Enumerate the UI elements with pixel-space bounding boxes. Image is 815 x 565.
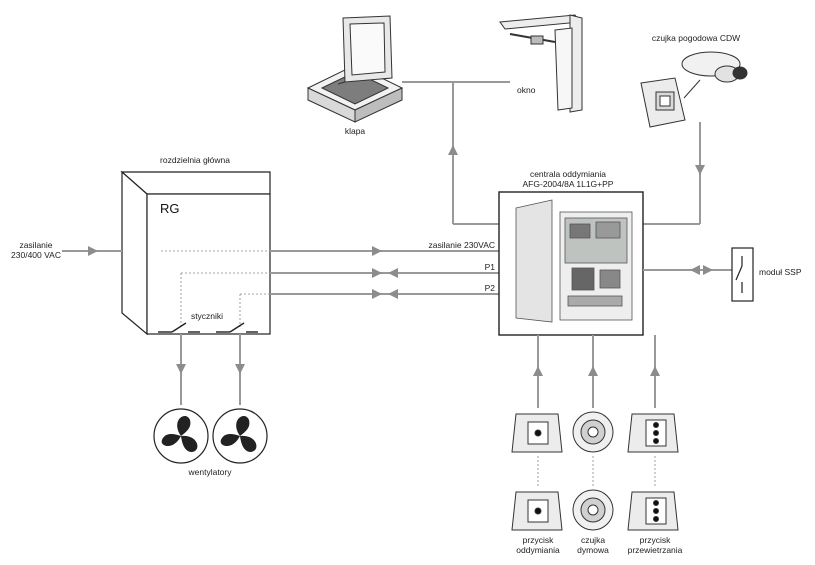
smoke-button-icon: [511, 413, 563, 453]
smoke-button-icon: [511, 491, 563, 531]
smoke-detector-icon: [572, 489, 614, 531]
main-board-box: [120, 170, 271, 336]
fan-lines: [180, 334, 241, 405]
weather-sensor-label: czujka pogodowa CDW: [651, 33, 741, 43]
hatch-label: klapa: [344, 126, 366, 136]
fan-icon: [153, 408, 209, 464]
main-board-code: RG: [160, 201, 180, 216]
main-board-internals: [161, 250, 270, 327]
ssp-module: [731, 247, 754, 302]
arrow-p1-left: [388, 268, 398, 278]
main-board-title: rozdzielnia główna: [160, 155, 230, 165]
smoke-detector-icon: [572, 411, 614, 453]
arrow-fan-left: [176, 364, 186, 374]
smoke-detector-label: czujka dymowa: [577, 535, 609, 555]
ssp-label: moduł SSP: [759, 267, 802, 277]
contactor-symbols: [158, 322, 258, 333]
rg-to-controller-lines: [270, 250, 499, 295]
arrow-smoke-detector: [588, 366, 598, 376]
arrow-ssp-right: [703, 265, 713, 275]
fan-icon: [212, 408, 268, 464]
vent-button-icon: [627, 413, 679, 453]
arrow-p2-left: [388, 289, 398, 299]
supply-arrow: [88, 246, 98, 256]
arrow-ssp-left: [690, 265, 700, 275]
window-label: okno: [517, 85, 536, 95]
hatch-illustration: [306, 15, 404, 123]
device-dotted-links: [537, 456, 656, 488]
supply-label: zasilanie 230/400 VAC: [11, 240, 61, 260]
controller-title: centrala oddymiania AFG-2004/8A 1L1G+PP: [522, 169, 614, 189]
vent-button-icon: [627, 491, 679, 531]
controller-photo: [515, 199, 633, 323]
fans-label: wentylatory: [188, 467, 232, 477]
arrow-smoke-button: [533, 366, 543, 376]
arrow-down-weather: [695, 165, 705, 175]
p2-label: P2: [484, 283, 495, 293]
arrow-p2-right: [372, 289, 382, 299]
arrow-fan-right: [235, 364, 245, 374]
device-lines: [537, 335, 656, 408]
arrow-p1-right: [372, 268, 382, 278]
window-illustration: [499, 14, 583, 113]
arrow-vent-button: [650, 366, 660, 376]
weather-sensor-illustration: [640, 51, 748, 128]
arrow-up-hatch: [448, 145, 458, 155]
ssp-switch-symbol: [735, 256, 743, 293]
contactors-label: styczniki: [190, 311, 224, 321]
supply-230-label: zasilanie 230VAC: [428, 240, 495, 250]
p1-label: P1: [484, 262, 495, 272]
smoke-button-label: przycisk oddymiania: [516, 535, 560, 555]
vent-button-label: przycisk przewietrzania: [627, 535, 683, 555]
arrow-supply-230: [372, 246, 382, 256]
